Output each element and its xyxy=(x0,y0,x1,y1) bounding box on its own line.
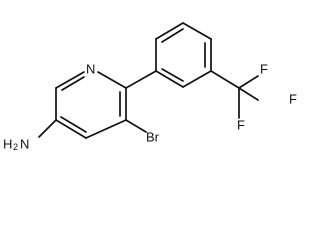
bond-c2-n1 xyxy=(97,71,127,89)
bond-c4-c3 xyxy=(85,119,127,139)
bond-c5-c4-inner xyxy=(60,116,87,133)
bond-c5-c4 xyxy=(55,119,87,139)
bond-ph3-ph4 xyxy=(182,22,212,40)
amine-subscript-label: 2 xyxy=(13,142,18,152)
bond-ph2-ph3-inner xyxy=(161,28,184,43)
bond-n1-c6-inner xyxy=(61,76,85,91)
phenyl-ring xyxy=(155,22,212,88)
bond-ph5-ph6 xyxy=(182,70,212,88)
bond-ph2-ph3 xyxy=(155,22,184,40)
amine-n-label: N xyxy=(20,136,29,151)
ring-nitrogen-label: N xyxy=(86,61,95,76)
pyridine-ring xyxy=(55,71,127,139)
bromine-label: Br xyxy=(146,129,160,144)
fluorine-right-label: F xyxy=(289,91,297,106)
bond-n1-c6 xyxy=(55,71,85,89)
chemical-structure-diagram: N Br H 2 N F F F xyxy=(3,22,297,152)
bond-c5-amine xyxy=(38,119,57,138)
bond-cf3-f-right xyxy=(238,87,259,101)
bond-cf3-f-top xyxy=(238,75,259,89)
bond-ph5-cf3 xyxy=(210,70,240,89)
fluorine-top-label: F xyxy=(260,61,268,76)
bond-c3-bromine xyxy=(125,119,147,133)
trifluoromethyl-group xyxy=(210,70,259,119)
bond-c2-aryl xyxy=(125,70,157,89)
bond-ph6-ph1 xyxy=(155,70,184,88)
atom-labels: N Br H 2 N F F F xyxy=(3,61,297,152)
bond-ph6-ph1-inner xyxy=(161,68,184,82)
substituent-bonds xyxy=(38,70,157,138)
amine-h-label: H xyxy=(3,136,12,151)
fluorine-bottom-label: F xyxy=(237,117,245,132)
